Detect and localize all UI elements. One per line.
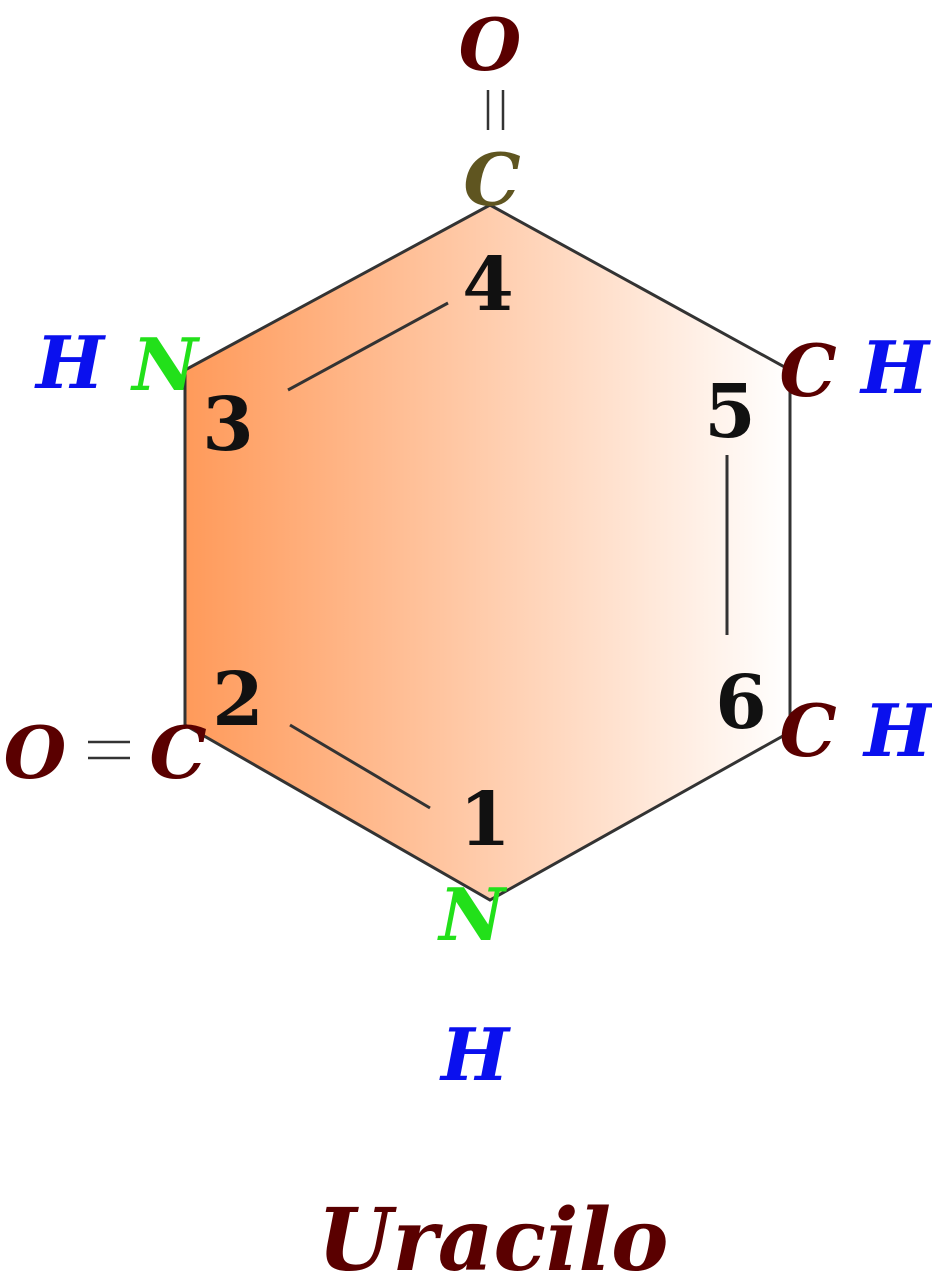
atom-carbon-4: C: [463, 137, 520, 222]
atom-hydrogen-n1: H: [439, 1012, 511, 1097]
double-bond-c2-n1: [289, 723, 431, 810]
position-number-3: 3: [202, 382, 254, 468]
atom-oxygen-top: O: [459, 2, 522, 87]
atom-carbon-5: C: [779, 328, 836, 413]
atom-hydrogen-n3: H: [34, 320, 106, 405]
diagram-title: Uracilo: [317, 1190, 668, 1280]
atom-carbon-2: C: [149, 710, 206, 795]
position-number-5: 5: [704, 369, 756, 455]
atom-oxygen-left: O: [4, 710, 67, 795]
pyrimidine-ring: [183, 203, 792, 902]
position-number-1: 1: [459, 777, 511, 863]
position-number-6: 6: [715, 660, 767, 746]
atom-carbon-6: C: [779, 688, 836, 773]
atom-hydrogen-c6: H: [862, 688, 932, 773]
atom-hydrogen-c5: H: [859, 325, 931, 410]
atom-nitrogen-1: N: [437, 872, 508, 957]
position-number-2: 2: [212, 657, 264, 743]
atom-nitrogen-3: N: [130, 322, 201, 407]
double-bond-c3-c4: [287, 301, 449, 392]
position-number-4: 4: [462, 242, 514, 328]
